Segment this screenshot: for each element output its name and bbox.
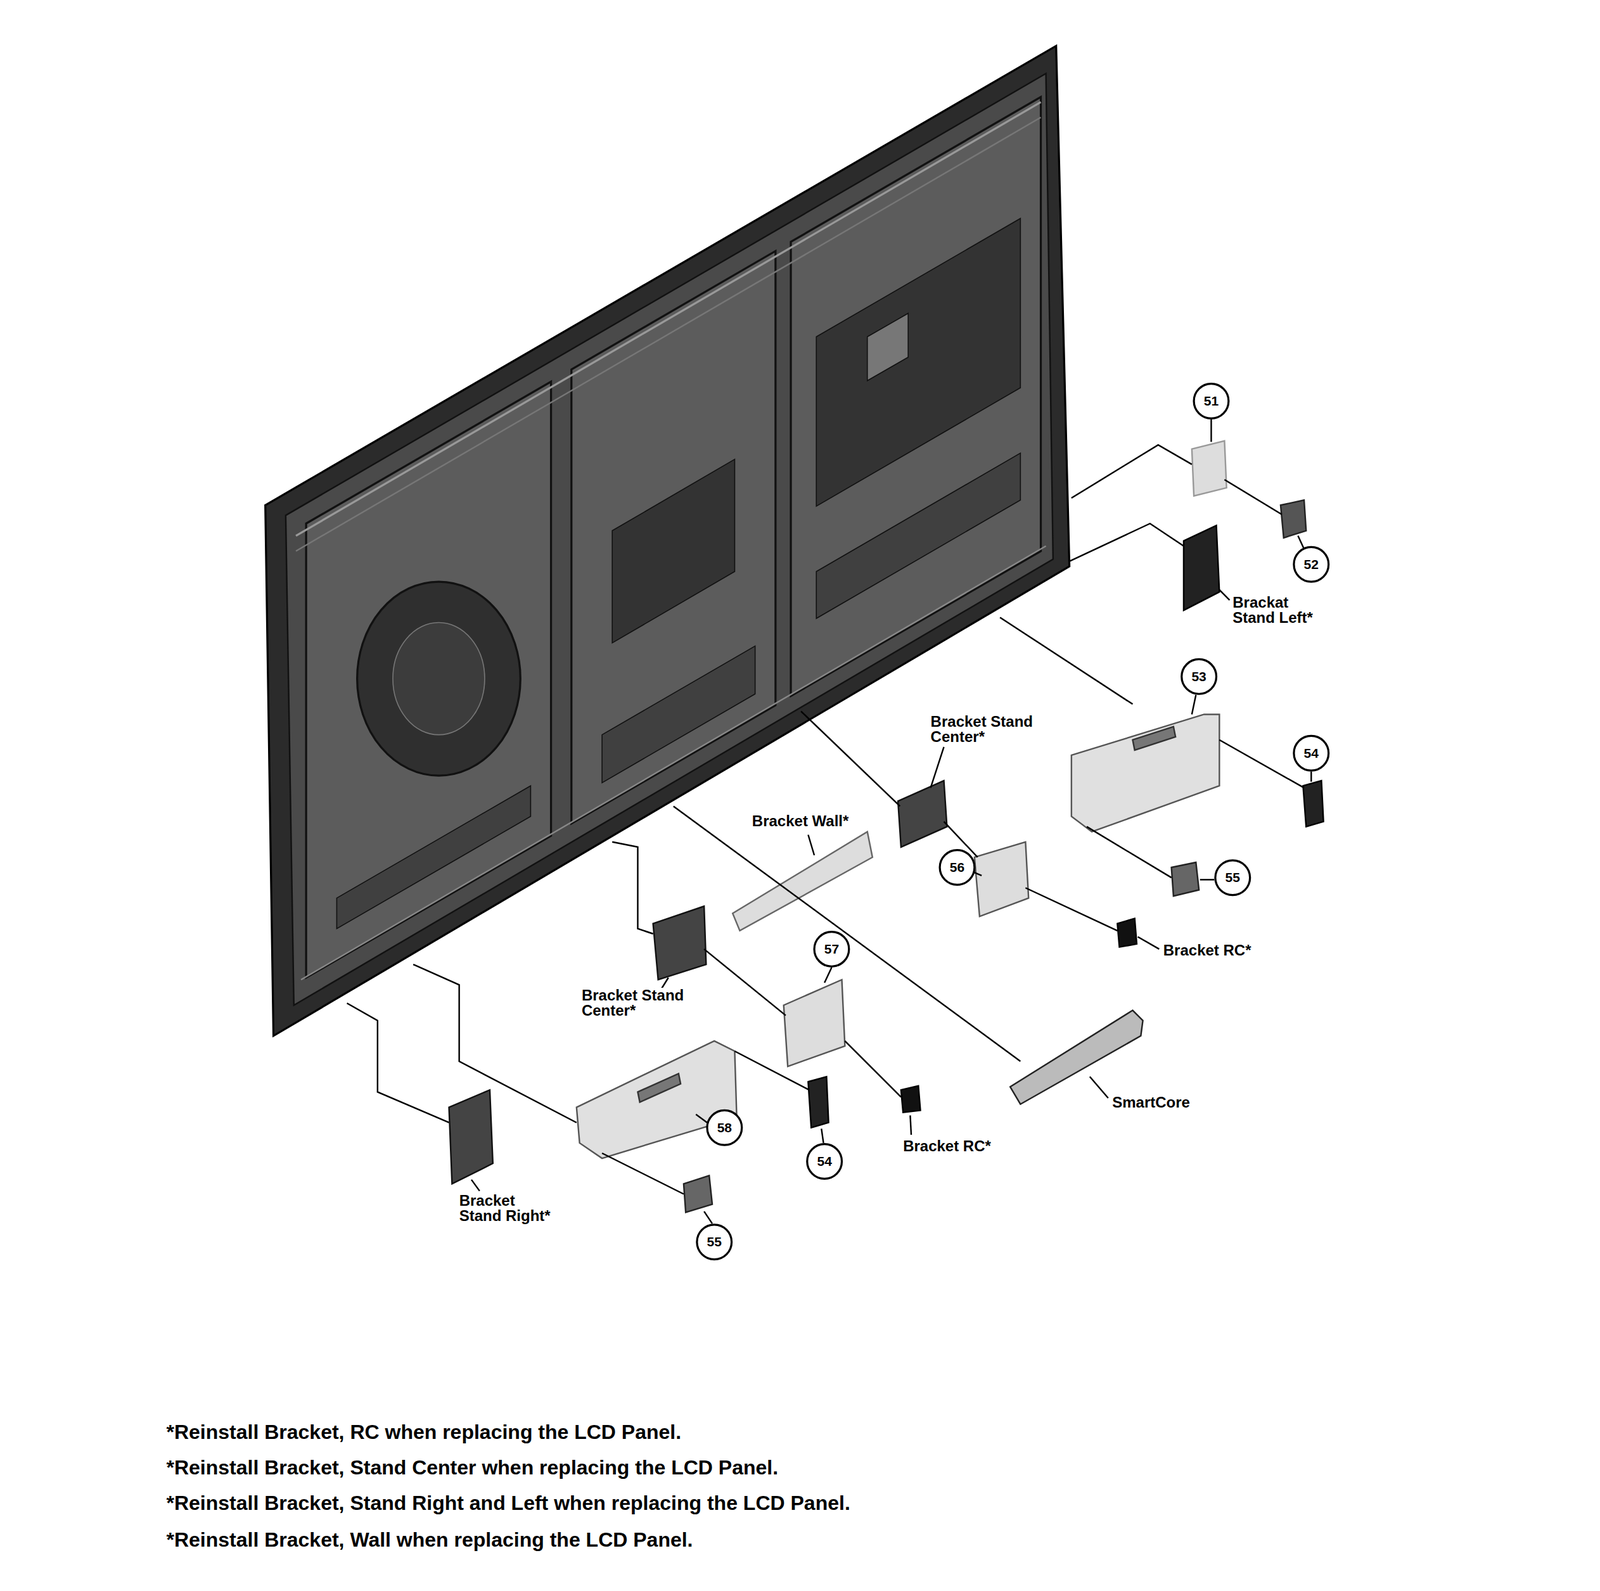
note-text: *Reinstall Bracket, Stand Center when re… [166,1457,779,1478]
callout-number: 53 [1179,669,1218,684]
part-label: Bracket Stand Center* [930,714,1036,745]
part-label: Brackat Stand Left* [1232,595,1317,626]
callout-number: 54 [1292,746,1331,760]
part-label: Bracket RC* [902,1138,992,1154]
callout-number: 55 [695,1235,734,1249]
callout-number: 51 [1191,394,1230,408]
callout-number: 58 [705,1120,744,1135]
part-label: Bracket Stand Right* [459,1193,555,1224]
part-label: Bracket Stand Center* [581,987,687,1019]
callout-number: 54 [805,1154,844,1168]
leader-lines [347,419,1312,1224]
callout-number: 57 [812,942,851,956]
part-label: SmartCore [1112,1094,1191,1111]
note-text: *Reinstall Bracket, Wall when replacing … [166,1529,693,1550]
parts [449,441,1324,1213]
part-label: Bracket RC* [1163,942,1252,959]
callout-number: 56 [937,860,976,874]
note-text: *Reinstall Bracket, RC when replacing th… [166,1421,682,1443]
callout-circles [697,384,1329,1260]
note-text: *Reinstall Bracket, Stand Right and Left… [166,1492,850,1514]
callout-number: 55 [1213,870,1252,884]
callout-number: 52 [1292,557,1331,571]
part-label: Bracket Wall* [752,813,850,829]
lcd-panel [265,45,1070,1036]
